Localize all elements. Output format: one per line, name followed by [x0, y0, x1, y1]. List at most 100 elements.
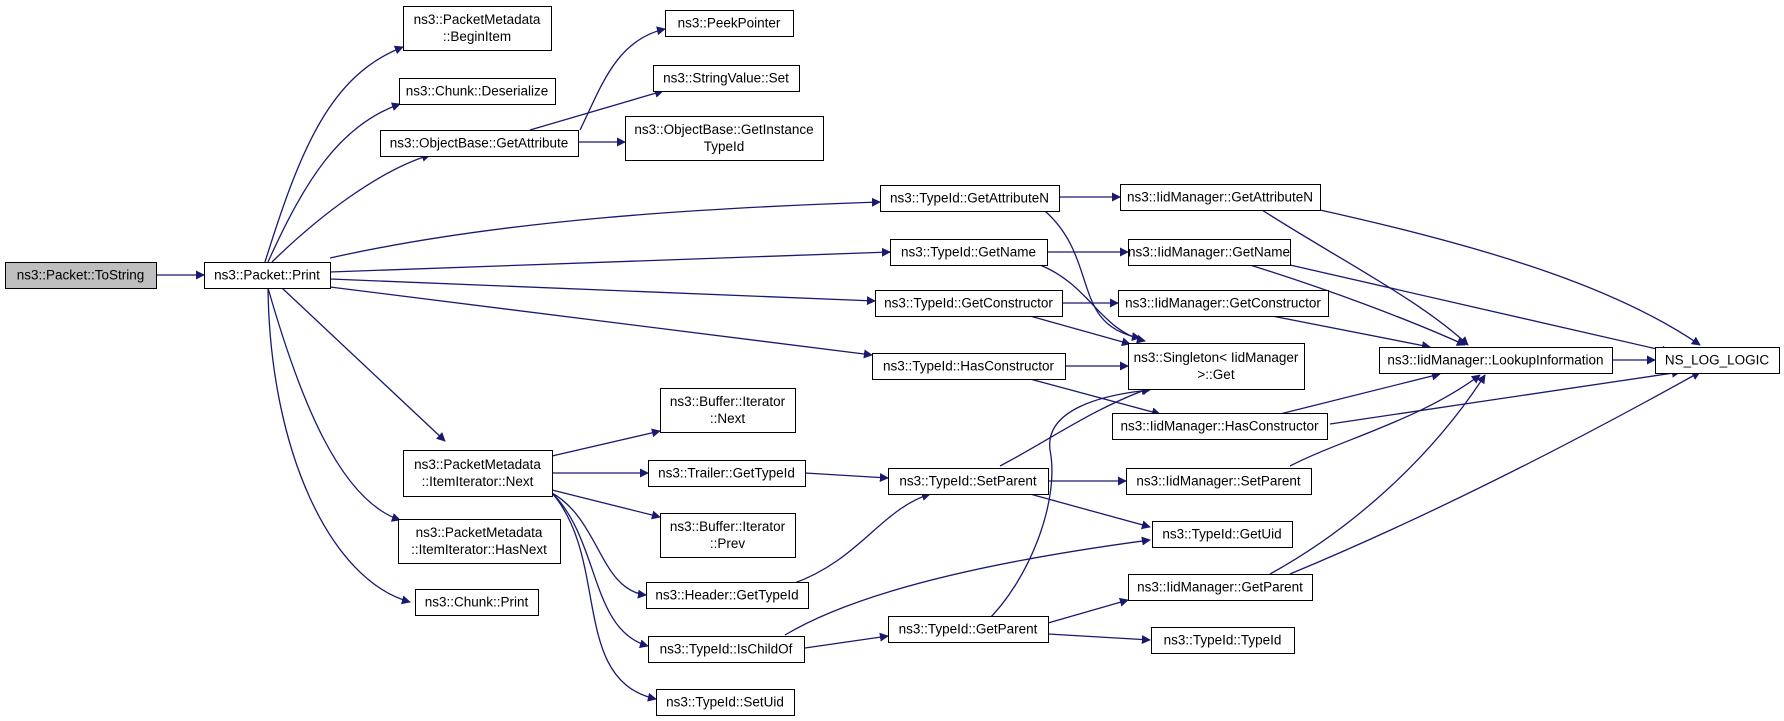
- node-im-getconstructor[interactable]: ns3::IidManager::GetConstructor: [1118, 290, 1329, 317]
- node-box: [665, 10, 794, 37]
- node-label: ns3::IidManager::SetParent: [1136, 474, 1301, 489]
- edge-print-t-getname: [329, 247, 891, 273]
- node-tostring[interactable]: ns3::Packet::ToString: [5, 262, 157, 289]
- edge-print-beginitem: [264, 45, 404, 263]
- node-label: ns3::Buffer::Iterator: [670, 519, 786, 534]
- node-hasnext[interactable]: ns3::PacketMetadata::ItemIterator::HasNe…: [398, 519, 561, 564]
- node-trailer[interactable]: ns3::Trailer::GetTypeId: [648, 460, 806, 487]
- node-setuid[interactable]: ns3::TypeId::SetUid: [656, 689, 795, 716]
- node-lookup[interactable]: ns3::IidManager::LookupInformation: [1379, 347, 1613, 374]
- edge-im-getparent-lookup: [1269, 374, 1486, 575]
- node-label: ns3::TypeId::HasConstructor: [883, 359, 1055, 374]
- node-box: [1152, 521, 1293, 548]
- node-box: [656, 689, 795, 716]
- node-t-getname[interactable]: ns3::TypeId::GetName: [890, 239, 1048, 266]
- node-singleton[interactable]: ns3::Singleton< IidManager >::Get: [1128, 343, 1305, 390]
- node-box: [1379, 347, 1613, 374]
- node-stringset[interactable]: ns3::StringValue::Set: [653, 65, 800, 92]
- node-t-hasconstructor[interactable]: ns3::TypeId::HasConstructor: [872, 353, 1066, 380]
- edge-im-getattributen-nslog: [1319, 209, 1701, 346]
- node-box: [398, 519, 561, 564]
- node-im-setparent[interactable]: ns3::IidManager::SetParent: [1126, 468, 1312, 495]
- node-getattribute[interactable]: ns3::ObjectBase::GetAttribute: [380, 130, 579, 157]
- node-box: [403, 450, 553, 497]
- node-itemnext[interactable]: ns3::PacketMetadata::ItemIterator::Next: [403, 450, 553, 497]
- edge-im-getname-nslog: [1289, 264, 1671, 355]
- node-header[interactable]: ns3::Header::GetTypeId: [646, 582, 809, 609]
- node-im-getattributen[interactable]: ns3::IidManager::GetAttributeN: [1120, 184, 1321, 211]
- node-box: [415, 589, 539, 616]
- edge-im-getname-lookup: [1249, 264, 1466, 346]
- node-label: ns3::PeekPointer: [678, 16, 781, 31]
- node-label: NS_LOG_LOGIC: [1665, 353, 1770, 368]
- node-bufprev[interactable]: ns3::Buffer::Iterator::Prev: [660, 513, 796, 558]
- node-peekpointer[interactable]: ns3::PeekPointer: [665, 10, 794, 37]
- node-label: TypeId: [704, 139, 745, 154]
- edge-t-getattributen-singleton: [1044, 210, 1141, 341]
- node-box: [888, 468, 1049, 495]
- edge-setparent-singleton: [999, 386, 1151, 467]
- node-im-hasconstructor[interactable]: ns3::IidManager::HasConstructor: [1112, 413, 1328, 440]
- edge-getparent-singleton: [984, 386, 1151, 624]
- node-box: [648, 636, 805, 663]
- edge-getattribute-stringset: [529, 88, 664, 131]
- node-label: ::Prev: [710, 536, 746, 551]
- node-typeidctor[interactable]: ns3::TypeId::TypeId: [1151, 627, 1295, 654]
- node-label: ns3::Buffer::Iterator: [670, 394, 786, 409]
- node-bufnext[interactable]: ns3::Buffer::Iterator::Next: [660, 388, 796, 433]
- node-chunkprint[interactable]: ns3::Chunk::Print: [415, 589, 539, 616]
- node-im-getname[interactable]: ns3::IidManager::GetName: [1128, 239, 1291, 266]
- node-label: ns3::TypeId::IsChildOf: [660, 642, 793, 657]
- node-getuid[interactable]: ns3::TypeId::GetUid: [1152, 521, 1293, 548]
- node-setparent[interactable]: ns3::TypeId::SetParent: [888, 468, 1049, 495]
- node-box: [872, 353, 1066, 380]
- edge-t-getname-singleton: [1039, 264, 1146, 344]
- node-label: ns3::TypeId::SetParent: [899, 474, 1037, 489]
- node-ischildof[interactable]: ns3::TypeId::IsChildOf: [648, 636, 805, 663]
- node-label: ns3::IidManager::GetAttributeN: [1127, 190, 1313, 205]
- node-chunk-deser[interactable]: ns3::Chunk::Deserialize: [399, 78, 556, 105]
- edge-getparent-im-getparent: [1047, 597, 1129, 624]
- node-box: [1128, 574, 1313, 601]
- node-box: [888, 616, 1049, 643]
- node-label: ns3::IidManager::GetParent: [1137, 580, 1303, 595]
- node-t-getconstructor[interactable]: ns3::TypeId::GetConstructor: [875, 290, 1063, 317]
- node-label: ns3::Chunk::Print: [425, 595, 529, 610]
- edge-print-hasnext: [267, 287, 401, 522]
- node-label: ns3::ObjectBase::GetInstance: [634, 122, 813, 137]
- node-label: ns3::TypeId::TypeId: [1164, 633, 1282, 648]
- node-getparent[interactable]: ns3::TypeId::GetParent: [888, 616, 1049, 643]
- node-label: ns3::TypeId::SetUid: [666, 695, 784, 710]
- node-box: [653, 65, 800, 92]
- node-box: [1128, 343, 1305, 390]
- node-nslog[interactable]: NS_LOG_LOGIC: [1655, 347, 1780, 374]
- edge-im-getattributen-lookup: [1261, 209, 1469, 346]
- node-beginitem[interactable]: ns3::PacketMetadata::BeginItem: [403, 6, 552, 51]
- node-box: [1151, 627, 1295, 654]
- node-label: ns3::PacketMetadata: [414, 457, 541, 472]
- edge-ischildof-getuid: [784, 536, 1151, 636]
- node-label: ::BeginItem: [443, 29, 511, 44]
- node-print[interactable]: ns3::Packet::Print: [204, 262, 331, 289]
- node-label: ns3::Singleton< IidManager: [1134, 350, 1299, 365]
- edge-print-itemnext: [281, 287, 446, 442]
- edge-t-hasconstructor-im: [1029, 378, 1161, 417]
- node-label: ::ItemIterator::Next: [422, 474, 534, 489]
- edge-im-hasconstructor-lookup: [1279, 371, 1441, 415]
- edge-itemnext-setuid: [551, 492, 657, 702]
- edge-print-t-getconstructor: [329, 278, 876, 306]
- node-t-getattributen[interactable]: ns3::TypeId::GetAttributeN: [880, 185, 1060, 212]
- node-label: ns3::TypeId::GetConstructor: [884, 296, 1053, 311]
- node-box: [1655, 347, 1780, 374]
- node-im-getparent[interactable]: ns3::IidManager::GetParent: [1128, 574, 1313, 601]
- node-label: ns3::TypeId::GetUid: [1162, 527, 1281, 542]
- node-box: [1112, 413, 1328, 440]
- edge-im-setparent-lookup: [1289, 374, 1481, 467]
- node-box: [204, 262, 331, 289]
- edge-getattribute-peekpointer: [579, 26, 666, 131]
- node-box: [660, 513, 796, 558]
- node-label: ns3::Packet::ToString: [17, 268, 145, 283]
- edge-itemnext-header: [551, 492, 647, 599]
